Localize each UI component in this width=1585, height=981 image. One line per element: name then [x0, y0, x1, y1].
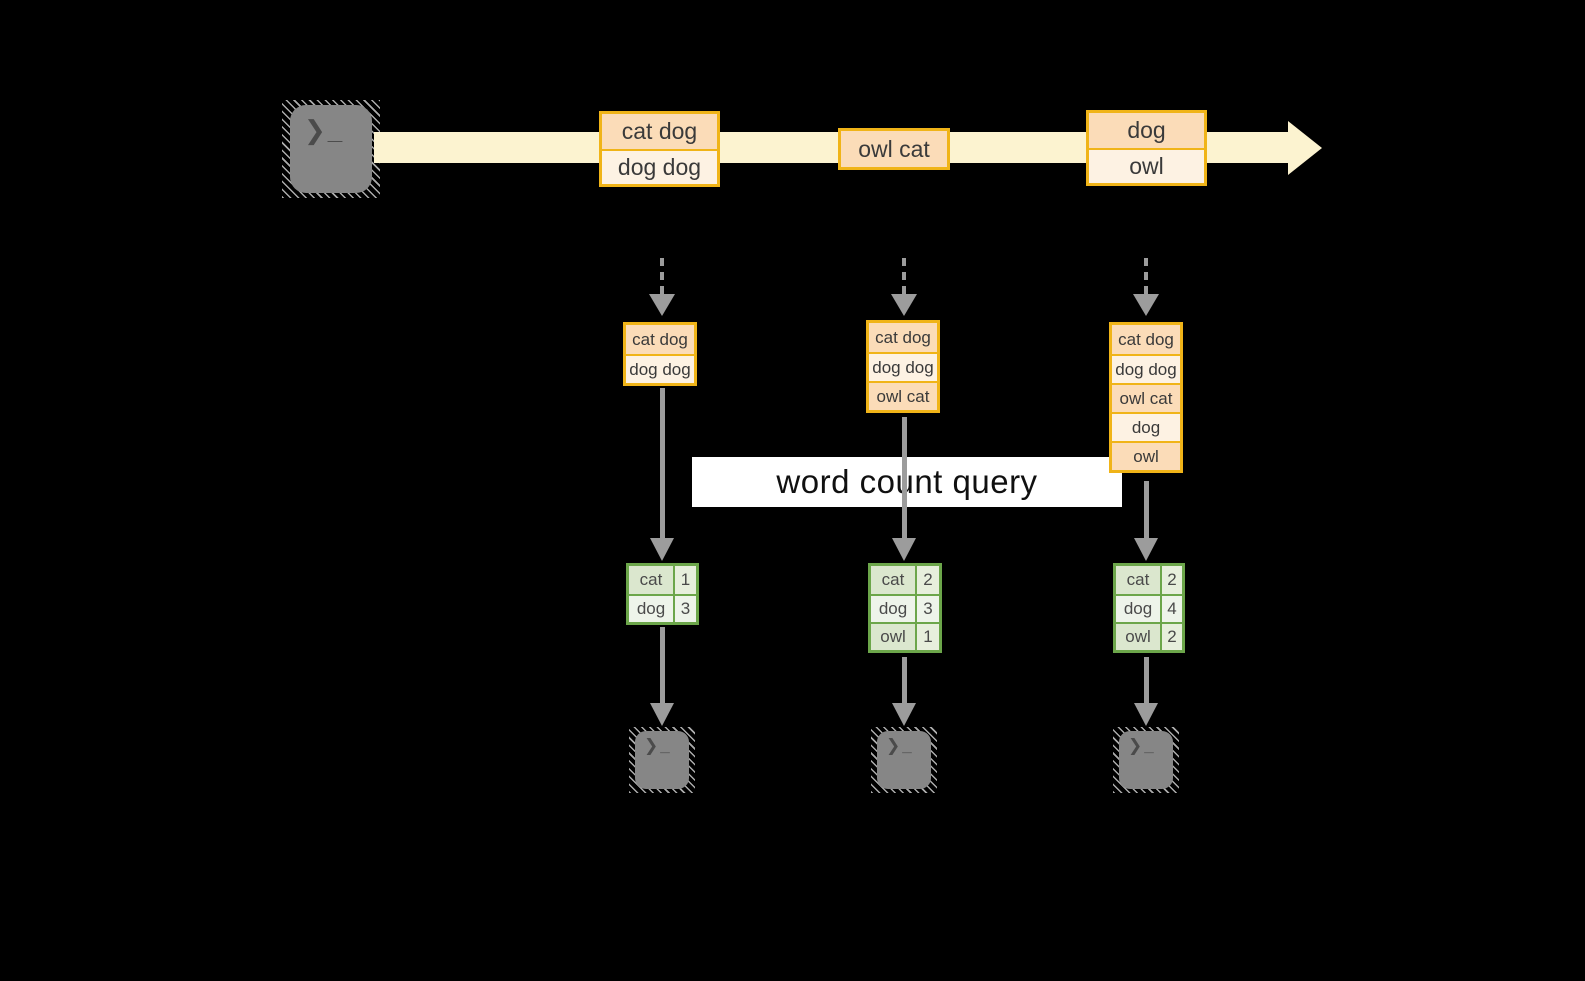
sink-arrow-line [660, 627, 665, 703]
terminal-prompt-icon: ❯_ [644, 736, 672, 755]
input-line: dog dog [1112, 354, 1180, 383]
count-cell: 1 [915, 624, 939, 650]
stream-record: owl cat [841, 131, 947, 167]
input-line: cat dog [626, 325, 694, 354]
input-line: dog dog [626, 354, 694, 383]
input-line: owl cat [1112, 383, 1180, 412]
word-cell: cat [871, 566, 915, 594]
terminal-screen: ❯_ [1119, 731, 1173, 789]
query-arrow-head-icon [650, 538, 674, 561]
word-cell: cat [629, 566, 673, 594]
terminal-prompt-icon: ❯_ [1128, 736, 1156, 755]
sink-terminal-icon: ❯_ [871, 727, 937, 793]
word-cell: dog [1116, 596, 1160, 622]
count-cell: 3 [673, 596, 696, 622]
sink-arrow-line [1144, 657, 1149, 703]
sink-arrow-head-icon [650, 703, 674, 726]
count-cell: 2 [915, 566, 939, 594]
source-terminal-icon: ❯_ [282, 100, 380, 198]
count-cell: 2 [1160, 624, 1182, 650]
query-arrow-line [660, 388, 665, 538]
input-line: owl [1112, 441, 1180, 470]
input-line: dog dog [869, 352, 937, 381]
input-line: cat dog [1112, 325, 1180, 354]
stream-record: dog dog [602, 149, 717, 184]
table-row: dog 3 [629, 594, 696, 622]
table-row: cat 1 [629, 566, 696, 594]
result-table-3: cat 2 dog 4 owl 2 [1113, 563, 1185, 653]
word-cell: owl [871, 624, 915, 650]
stream-record: dog [1089, 113, 1204, 148]
stream-record: cat dog [602, 114, 717, 149]
dashed-arrow-head-icon [649, 294, 675, 316]
sink-terminal-icon: ❯_ [1113, 727, 1179, 793]
input-line: dog [1112, 412, 1180, 441]
dashed-arrow-line [1144, 258, 1148, 294]
terminal-screen: ❯_ [635, 731, 689, 789]
dashed-arrow-head-icon [1133, 294, 1159, 316]
word-cell: dog [629, 596, 673, 622]
count-cell: 4 [1160, 596, 1182, 622]
stream-arrow-head-icon [1288, 121, 1322, 175]
terminal-screen: ❯_ [290, 105, 372, 193]
result-table-1: cat 1 dog 3 [626, 563, 699, 625]
query-arrow-line [1144, 481, 1149, 538]
query-arrow-line [902, 417, 907, 538]
query-arrow-head-icon [892, 538, 916, 561]
table-row: owl 2 [1116, 622, 1182, 650]
terminal-screen: ❯_ [877, 731, 931, 789]
count-cell: 3 [915, 596, 939, 622]
dashed-arrow-line [902, 258, 906, 294]
sink-arrow-line [902, 657, 907, 703]
word-cell: cat [1116, 566, 1160, 594]
input-line: owl cat [869, 381, 937, 410]
terminal-prompt-icon: ❯_ [304, 115, 345, 145]
query-arrow-head-icon [1134, 538, 1158, 561]
input-stack-1: cat dog dog dog [623, 322, 697, 386]
sink-arrow-head-icon [1134, 703, 1158, 726]
word-cell: dog [871, 596, 915, 622]
input-stack-3: cat dog dog dog owl cat dog owl [1109, 322, 1183, 473]
query-label-band: word count query [692, 457, 1122, 507]
input-line: cat dog [869, 323, 937, 352]
terminal-prompt-icon: ❯_ [886, 736, 914, 755]
result-table-2: cat 2 dog 3 owl 1 [868, 563, 942, 653]
stream-batch-2: owl cat [838, 128, 950, 170]
sink-terminal-icon: ❯_ [629, 727, 695, 793]
word-cell: owl [1116, 624, 1160, 650]
dashed-arrow-line [660, 258, 664, 294]
table-row: dog 3 [871, 594, 939, 622]
table-row: dog 4 [1116, 594, 1182, 622]
sink-arrow-head-icon [892, 703, 916, 726]
table-row: cat 2 [1116, 566, 1182, 594]
input-stack-2: cat dog dog dog owl cat [866, 320, 940, 413]
count-cell: 1 [673, 566, 696, 594]
dashed-arrow-head-icon [891, 294, 917, 316]
stream-record: owl [1089, 148, 1204, 183]
table-row: owl 1 [871, 622, 939, 650]
count-cell: 2 [1160, 566, 1182, 594]
table-row: cat 2 [871, 566, 939, 594]
stream-batch-1: cat dog dog dog [599, 111, 720, 187]
stream-batch-3: dog owl [1086, 110, 1207, 186]
